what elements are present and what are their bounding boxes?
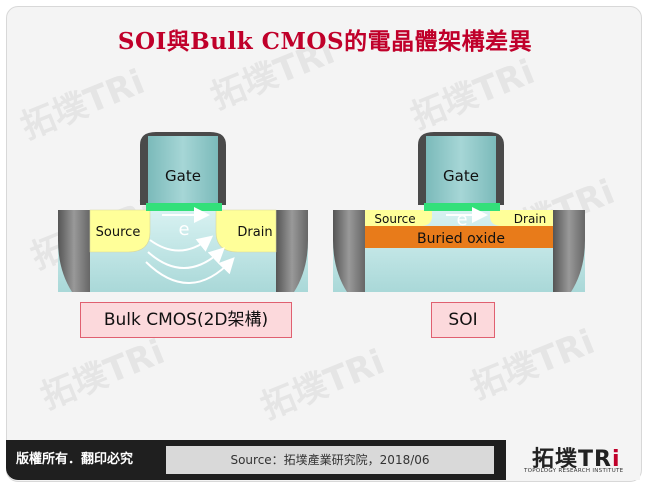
footer-bar: 版權所有．翻印必究 Source：拓墣產業研究院，2018/06 拓墣TRi T…	[6, 440, 640, 480]
soi-drain-region	[490, 210, 553, 226]
slide-title: SOI與Bulk CMOS的電晶體架構差異	[117, 28, 533, 55]
bulk-substrate-left-edge	[58, 210, 90, 292]
soi-source-region	[365, 210, 432, 226]
bulk-leakage-arrow	[147, 247, 225, 269]
bulk-caption-box: Bulk CMOS(2D架構)	[80, 302, 292, 338]
bulk-source-region	[89, 209, 151, 253]
bulk-substrate-right-edge	[276, 210, 308, 292]
bulk-channel	[146, 203, 222, 211]
soi-drain-label: Drain	[514, 212, 546, 226]
soi-electron-label: e	[456, 209, 467, 230]
bulk-gate-label: Gate	[165, 167, 201, 185]
bulk-drain-label: Drain	[237, 225, 272, 240]
logo-subtitle: TOPOLOGY RESEARCH INSTITUTE	[524, 468, 624, 474]
soi-gate	[426, 136, 496, 203]
bulk-electron-label: e	[178, 219, 189, 240]
soi-substrate-left-edge	[333, 210, 365, 292]
soi-caption-box: SOI	[431, 302, 495, 338]
soi-source-label: Source	[374, 212, 415, 226]
bulk-cmos-structure: Gate Source Drain e	[58, 132, 308, 292]
logo-text: 拓墣TRi	[532, 447, 621, 472]
bulk-leakage-arrow	[149, 235, 214, 252]
soi-gate-label: Gate	[443, 167, 479, 185]
bulk-source-label: Source	[96, 225, 141, 240]
copyright-notice: 版權所有．翻印必究	[16, 452, 134, 467]
soi-buried-oxide	[365, 226, 553, 248]
bulk-gate	[148, 136, 218, 203]
soi-substrate-right-edge	[553, 210, 585, 292]
soi-oxide-label: Buried oxide	[417, 231, 505, 247]
soi-structure: Gate Source Drain e Buried oxide	[333, 132, 585, 292]
bulk-leakage-arrow	[145, 257, 235, 284]
tri-logo: 拓墣TRi TOPOLOGY RESEARCH INSTITUTE	[506, 440, 640, 480]
source-note: Source：拓墣產業研究院，2018/06	[166, 446, 494, 474]
soi-channel	[424, 203, 500, 211]
